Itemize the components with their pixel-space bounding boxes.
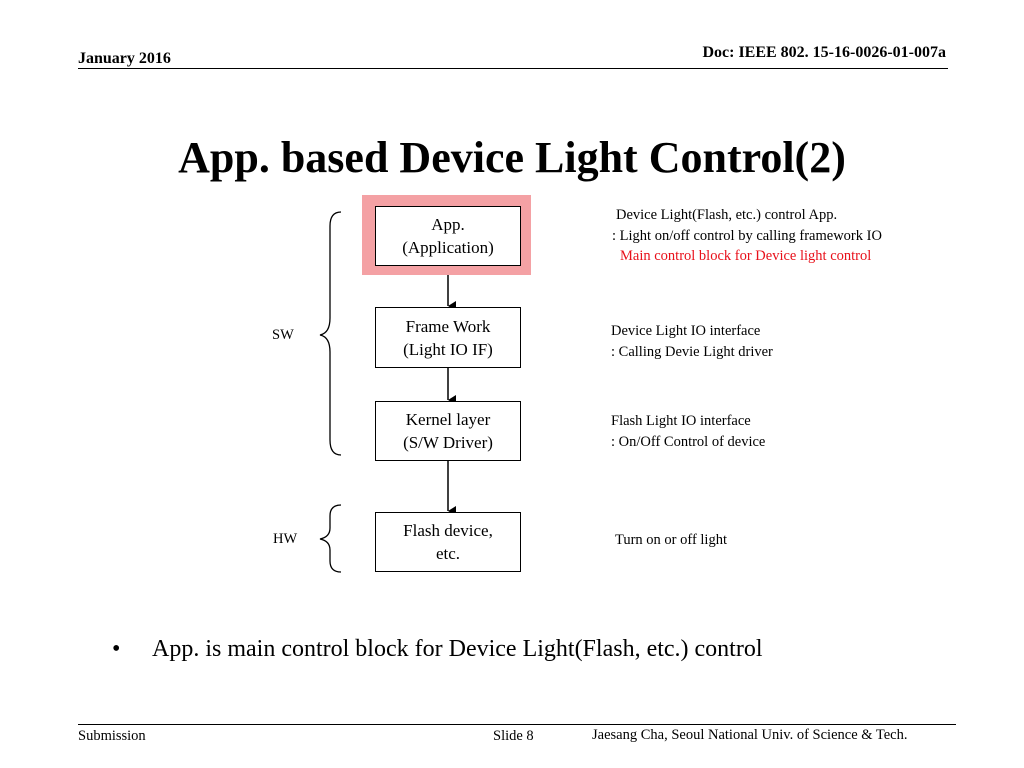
kernel-description: Flash Light IO interface : On/Off Contro… [611, 411, 765, 452]
bullet-text: App. is main control block for Device Li… [152, 636, 763, 662]
kernel-desc-line1: Flash Light IO interface [611, 413, 751, 429]
app-desc-line1: Device Light(Flash, etc.) control App. [616, 207, 838, 223]
app-description: Device Light(Flash, etc.) control App. :… [612, 205, 882, 267]
bullet-item: • App. is main control block for Device … [112, 636, 763, 663]
app-box-line2: (Application) [402, 238, 494, 257]
kernel-box-line1: Kernel layer [405, 410, 491, 429]
hw-brace [319, 504, 342, 573]
slide-title: App. based Device Light Control(2) [178, 133, 846, 182]
framework-box: Frame Work (Light IO IF) [375, 307, 521, 368]
header-doc-id: Doc: IEEE 802. 15-16-0026-01-007a [702, 44, 946, 61]
flash-description: Turn on or off light [615, 530, 727, 551]
kernel-box: Kernel layer (S/W Driver) [375, 401, 521, 461]
app-box-line1: App. [431, 215, 465, 234]
sw-brace [319, 211, 342, 456]
bullet-marker: • [112, 636, 121, 662]
app-desc-line2: : Light on/off control by calling framew… [612, 227, 882, 244]
kernel-desc-line2: : On/Off Control of device [611, 433, 766, 450]
flash-box-line1: Flash device, [403, 521, 493, 540]
kernel-box-line2: (S/W Driver) [403, 433, 493, 452]
hw-label: HW [273, 531, 298, 547]
app-box: App. (Application) [375, 206, 521, 266]
footer-slide-number: Slide 8 [493, 728, 534, 744]
framework-description: Device Light IO interface : Calling Devi… [611, 321, 773, 362]
app-desc-line3: Main control block for Device light cont… [620, 248, 872, 264]
footer-divider [78, 724, 956, 725]
framework-box-line2: (Light IO IF) [403, 339, 493, 359]
sw-label: SW [272, 327, 294, 343]
flash-desc-line1: Turn on or off light [615, 532, 727, 548]
footer-author: Jaesang Cha, Seoul National Univ. of Sci… [592, 727, 908, 743]
flash-box-line2: etc. [435, 544, 461, 563]
framework-desc-line2: : Calling Devie Light driver [611, 343, 773, 360]
footer-submission: Submission [78, 728, 146, 744]
header-divider [78, 68, 948, 69]
flash-box: Flash device, etc. [375, 512, 521, 572]
header-date: January 2016 [78, 50, 171, 67]
framework-desc-line1: Device Light IO interface [611, 323, 761, 339]
framework-box-line1: Frame Work [405, 316, 491, 336]
